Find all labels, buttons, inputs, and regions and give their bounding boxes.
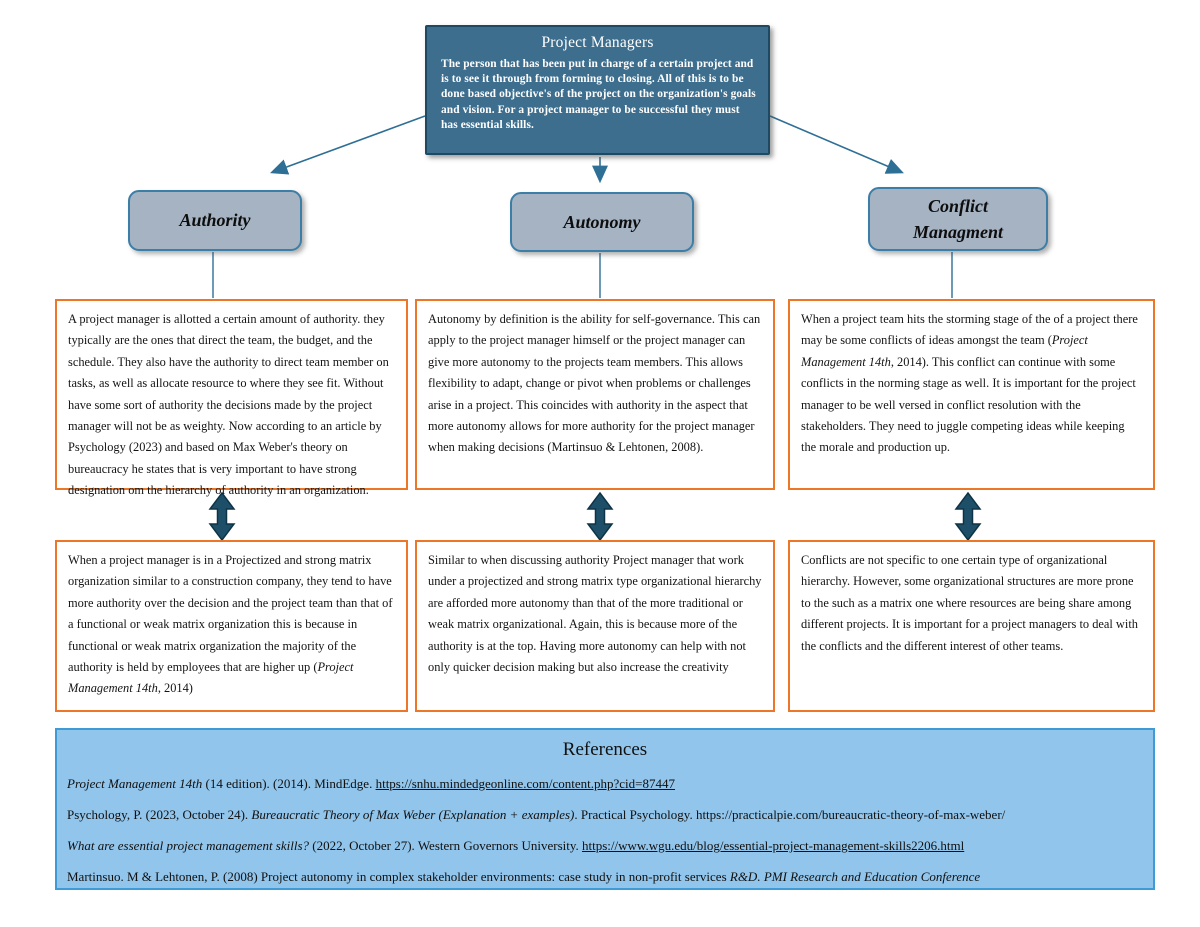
reference-link[interactable]: https://snhu.mindedgeonline.com/content.…	[375, 776, 676, 791]
text-segment: Project Management 14th	[67, 776, 203, 791]
text-segment: When a project team hits the storming st…	[801, 312, 1138, 348]
references-title: References	[562, 739, 648, 760]
conflict-org-structure-box: Conflicts are not specific to one certai…	[788, 540, 1155, 712]
reference-item: Martinsuo. M & Lehtonen, P. (2008) Proje…	[67, 861, 1143, 892]
reference-item: What are essential project management sk…	[67, 830, 1143, 861]
text-segment: , 2014)	[157, 681, 193, 696]
arrow-root-to-authority	[269, 115, 426, 175]
conflict-description-box: When a project team hits the storming st…	[788, 299, 1155, 490]
conflict-management-label: Conflict Managment	[912, 195, 1004, 242]
text-segment: . Practical Psychology. https://practica…	[574, 807, 1006, 822]
conflict-management-label-box: Conflict Managment	[868, 187, 1048, 251]
authority-label-box: Authority	[128, 190, 302, 251]
text-segment: Conflicts are not specific to one certai…	[801, 553, 1138, 653]
root-title: Project Managers	[541, 34, 654, 51]
text-segment: Autonomy by definition is the ability fo…	[428, 312, 761, 455]
text-segment: When a project manager is in a Projectiz…	[68, 553, 393, 675]
text-segment: A project manager is allotted a certain …	[68, 312, 389, 498]
authority-label: Authority	[179, 210, 251, 231]
reference-item: Psychology, P. (2023, October 24). Burea…	[67, 799, 1143, 830]
text-segment: Martinsuo. M & Lehtonen, P. (2008) Proje…	[67, 869, 730, 884]
text-segment: Project Management 14th	[801, 333, 1088, 369]
references-panel: References Project Management 14th (14 e…	[55, 728, 1155, 890]
autonomy-label: Autonomy	[563, 211, 641, 232]
text-segment: Bureaucratic Theory of Max Weber (Explan…	[251, 807, 575, 822]
autonomy-label-box: Autonomy	[510, 192, 694, 252]
authority-org-structure-box: When a project manager is in a Projectiz…	[55, 540, 408, 712]
text-segment: What are essential project management sk…	[67, 838, 310, 853]
root-description: The person that has been put in charge o…	[441, 58, 756, 131]
double-arrow-autonomy	[586, 491, 614, 542]
text-segment: Project Management 14th	[68, 660, 354, 696]
reference-link[interactable]: https://www.wgu.edu/blog/essential-proje…	[582, 838, 965, 853]
project-managers-box: Project Managers The person that has bee…	[425, 25, 770, 155]
text-segment: , 2014). This conflict can continue with…	[801, 354, 1136, 455]
autonomy-description-box: Autonomy by definition is the ability fo…	[415, 299, 775, 490]
arrow-root-to-conflict	[769, 115, 904, 174]
text-segment: R&D. PMI Research and Education Conferen…	[729, 869, 981, 884]
text-segment: (2022, October 27). Western Governors Un…	[309, 838, 583, 853]
reference-item: Project Management 14th (14 edition). (2…	[67, 768, 1143, 799]
references-list: Project Management 14th (14 edition). (2…	[57, 761, 1153, 892]
text-segment: Similar to when discussing authority Pro…	[428, 553, 762, 675]
autonomy-org-structure-box: Similar to when discussing authority Pro…	[415, 540, 775, 712]
text-segment: (14 edition). (2014). MindEdge.	[202, 776, 376, 791]
text-segment: Psychology, P. (2023, October 24).	[67, 807, 252, 822]
double-arrow-conflict	[954, 491, 982, 542]
authority-description-box: A project manager is allotted a certain …	[55, 299, 408, 497]
